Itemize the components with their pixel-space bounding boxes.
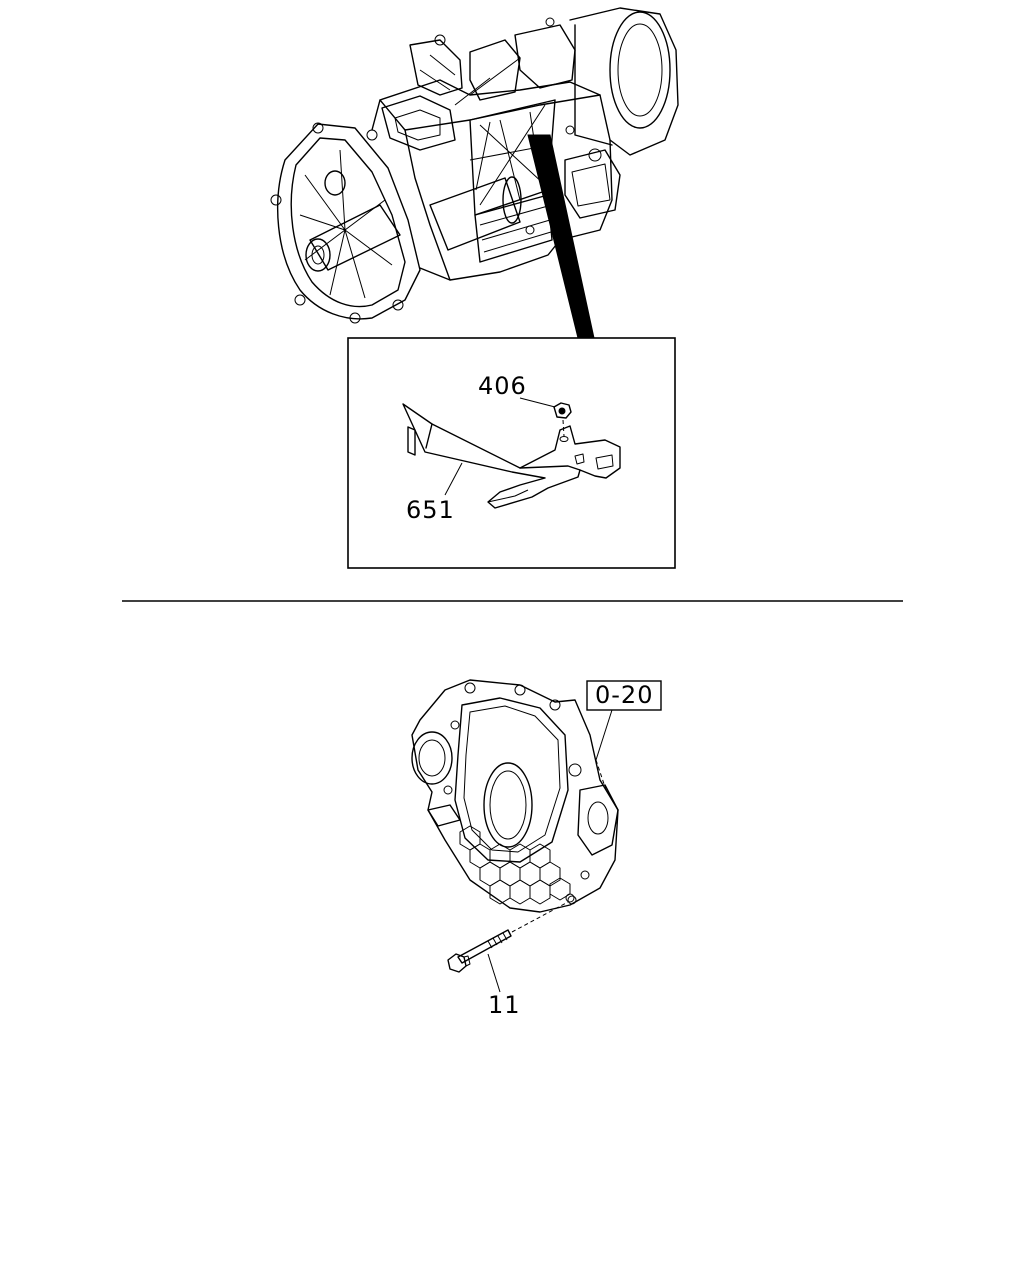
detail-box xyxy=(347,337,676,569)
reference-box xyxy=(586,680,662,711)
reference-dashed-hint xyxy=(595,759,607,791)
leader-0-20 xyxy=(595,709,613,761)
nut-406-illustration xyxy=(553,402,572,442)
callout-651: 651 xyxy=(406,496,455,524)
leader-406 xyxy=(519,397,556,408)
callout-406: 406 xyxy=(478,372,527,400)
leader-11 xyxy=(487,953,501,993)
flywheel-housing-illustration xyxy=(411,679,619,913)
detail-pointer xyxy=(527,134,595,339)
transmission-illustration xyxy=(270,7,679,324)
callout-11: 11 xyxy=(488,991,521,1019)
leader-651 xyxy=(444,462,463,496)
bracket-651-illustration xyxy=(402,403,621,509)
bolt-11-illustration xyxy=(447,901,569,973)
callout-0-20: 0-20 xyxy=(595,681,653,709)
